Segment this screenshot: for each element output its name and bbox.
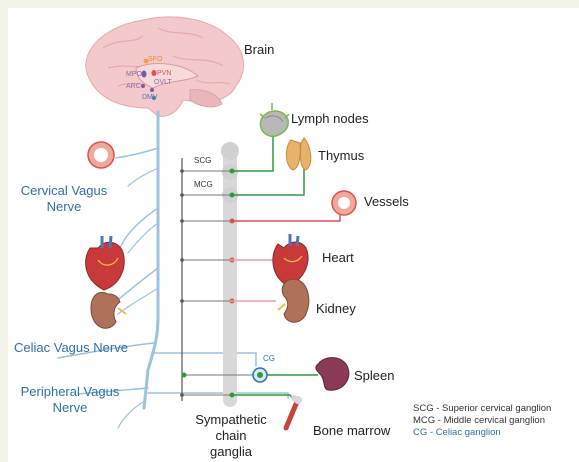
legend-scg: SCG - Superior cervical ganglion (413, 403, 551, 415)
abbreviation-legend: SCG - Superior cervical ganglion MCG - M… (413, 403, 551, 439)
peripheral-vagus-label: Peripheral Vagus Nerve (14, 384, 126, 416)
legend-mcg: MCG - Middle cervical ganglion (413, 415, 551, 427)
sympathetic-chain-label: Sympathetic chain ganglia (188, 412, 274, 460)
neuroimmune-diagram: SFO MPO PVN ARC OVLT DMV Brain Lymph nod… (8, 8, 579, 462)
brain-region-dmv: DMV (142, 94, 158, 101)
cervical-vagus-line1: Cervical Vagus (16, 183, 112, 199)
kidney-right-icon (278, 279, 309, 322)
legend-cg: CG - Celiac ganglion (413, 427, 551, 439)
brain-region-mpo: MPO (126, 71, 142, 78)
spleen-icon (316, 358, 349, 391)
spleen-label: Spleen (354, 368, 394, 383)
cervical-vessel-icon (88, 142, 114, 168)
heart-right-icon (273, 234, 308, 286)
spinal-dots (180, 169, 186, 397)
sympathetic-line3: ganglia (188, 444, 274, 460)
kidney-label: Kidney (316, 301, 356, 316)
sympathetic-line2: chain (188, 428, 274, 444)
brain-region-arc: ARC (126, 83, 141, 90)
brain-illustration (86, 17, 244, 116)
peripheral-vagus-line1: Peripheral Vagus (14, 384, 126, 400)
bone-marrow-label: Bone marrow (313, 423, 390, 438)
vessels-pathway (230, 215, 340, 221)
celiac-vagus-label: Celiac Vagus Nerve (14, 340, 128, 356)
sympathetic-chain (221, 142, 239, 407)
heart-label: Heart (322, 250, 354, 265)
lymph-nodes-label: Lymph nodes (291, 111, 369, 126)
mcg-label: MCG (194, 180, 213, 189)
lymph-node-icon (260, 103, 289, 136)
brain-label: Brain (244, 42, 274, 57)
brain-region-ovlt: OVLT (154, 79, 172, 86)
preganglionic-connections (182, 171, 260, 395)
scg-label: SCG (194, 156, 211, 165)
cervical-vagus-label: Cervical Vagus Nerve (16, 183, 112, 215)
bone-marrow-icon (286, 395, 302, 428)
cg-label: CG (263, 354, 275, 363)
heart-left-icon (86, 236, 125, 290)
thymus-label: Thymus (318, 148, 364, 163)
peripheral-vagus-line2: Nerve (14, 400, 126, 416)
brain-region-pvn: PVN (157, 70, 171, 77)
brain-region-sfo: SFO (148, 56, 162, 63)
vessel-icon (332, 191, 356, 215)
vessels-label: Vessels (364, 194, 409, 209)
thymus-icon (286, 138, 310, 170)
sympathetic-line1: Sympathetic (188, 412, 274, 428)
celiac-ganglion (253, 368, 267, 382)
cervical-vagus-line2: Nerve (16, 199, 112, 215)
